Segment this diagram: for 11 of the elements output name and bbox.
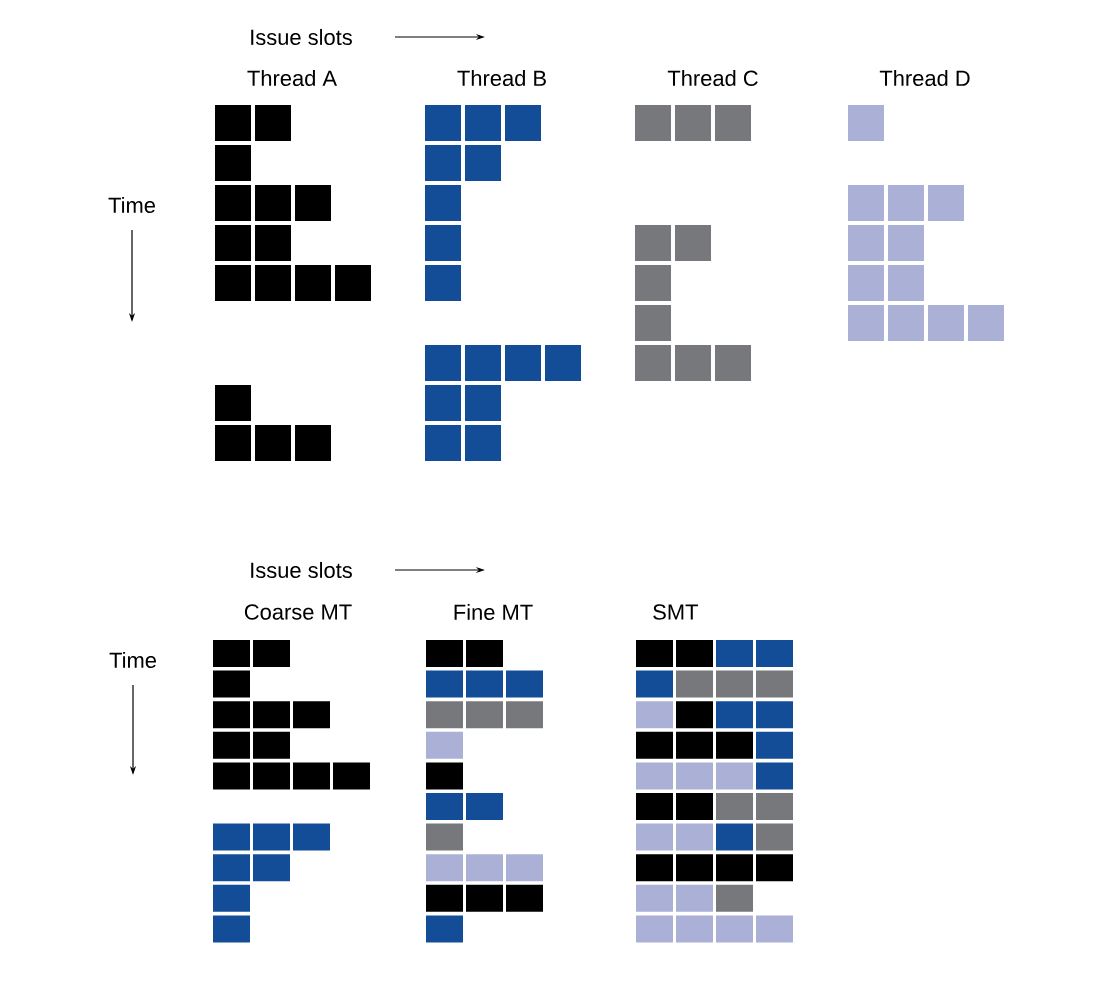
column-label: SMT <box>653 604 698 620</box>
column-label: Thread A <box>247 69 337 87</box>
axis-label: Issue slots <box>251 561 352 579</box>
axis-label: Time <box>109 651 156 669</box>
axis-label: Time <box>108 196 155 214</box>
column-label: Thread C <box>667 69 758 87</box>
column-label: Thread D <box>879 69 970 87</box>
column-label: Fine MT <box>454 603 533 621</box>
column-label: Thread B <box>457 69 546 87</box>
axis-label: Issue slots <box>251 28 352 46</box>
column-label: Coarse MT <box>244 604 352 620</box>
